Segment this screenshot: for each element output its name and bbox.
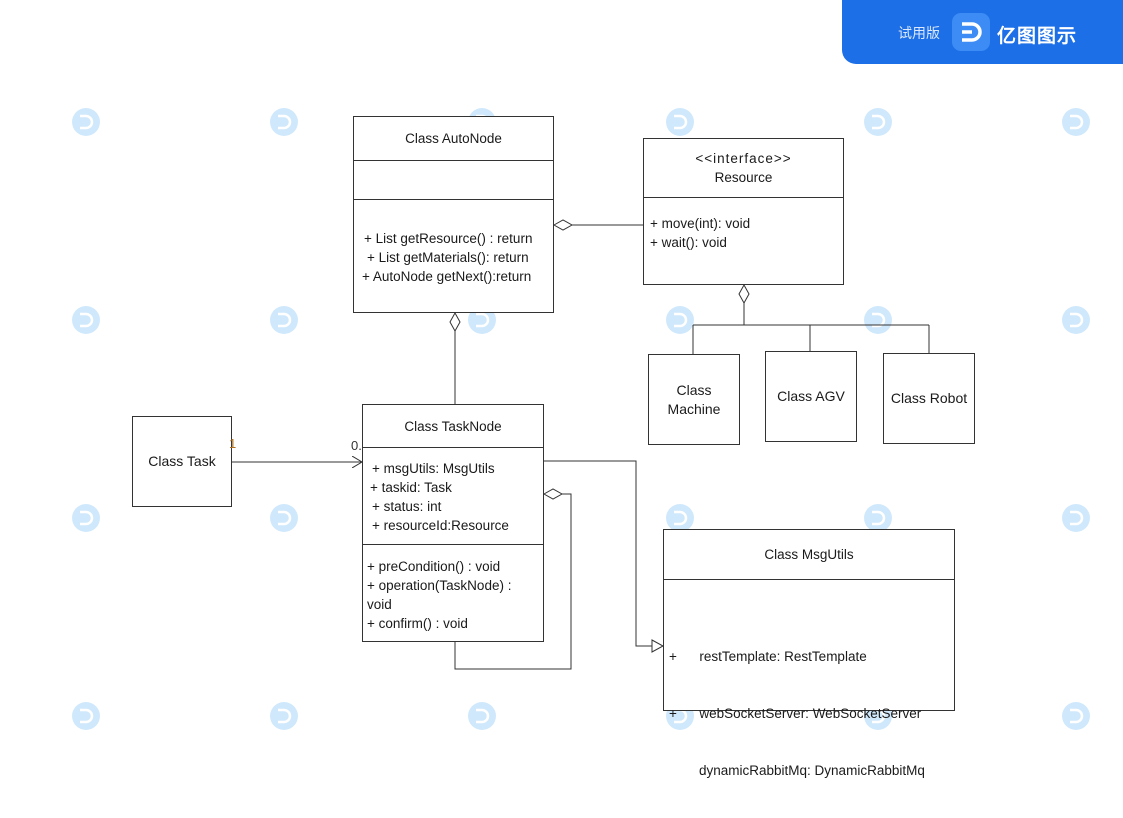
watermark-logo-icon <box>268 682 338 742</box>
connectors <box>232 219 930 670</box>
class-agv[interactable]: Class AGV <box>765 351 857 442</box>
class-msgutils-name: Class MsgUtils <box>764 547 854 562</box>
edraw-logo-icon <box>952 13 990 51</box>
method-row: + confirm() : void <box>367 616 468 631</box>
multiplicity-task-end: 1 <box>229 436 237 451</box>
watermark-logo-icon <box>268 286 338 346</box>
watermark-logo-icon <box>70 88 140 148</box>
interface-resource-methods: + move(int): void + wait(): void <box>644 197 843 286</box>
method-row: + wait(): void <box>650 235 727 250</box>
watermark-logo-icon <box>862 88 932 148</box>
class-tasknode-attributes: + msgUtils: MsgUtils + taskid: Task + st… <box>363 447 543 544</box>
class-robot[interactable]: Class Robot <box>883 353 975 444</box>
class-msgutils-attributes: + restTemplate: RestTemplate + webSocket… <box>664 579 954 778</box>
method-row: + List getResource() : return <box>364 231 533 246</box>
method-row: + preCondition() : void <box>367 559 501 574</box>
attribute-row: dynamicRabbitMq: DynamicRabbitMq <box>669 763 925 778</box>
method-row: + List getMaterials(): return <box>367 250 529 265</box>
class-task[interactable]: Class Task <box>132 416 232 507</box>
class-tasknode[interactable]: Class TaskNode + msgUtils: MsgUtils + ta… <box>362 404 544 642</box>
attribute-row: + msgUtils: MsgUtils <box>372 461 495 476</box>
class-autonode-name: Class AutoNode <box>405 131 502 146</box>
generalization-tasknode-msgutils <box>544 460 665 653</box>
attribute-row: + webSocketServer: WebSocketServer <box>669 706 922 721</box>
brand-name: 亿图图示 <box>997 26 1078 47</box>
watermark-logo-icon <box>268 484 338 544</box>
class-msgutils[interactable]: Class MsgUtils + restTemplate: RestTempl… <box>663 529 955 778</box>
trial-banner: 试用版 亿图图示 <box>842 0 1123 64</box>
aggregation-autonode-resource <box>552 219 643 231</box>
watermark-logo-icon <box>1060 484 1123 544</box>
watermark-logo-icon <box>70 286 140 346</box>
method-row: + operation(TaskNode) : <box>367 578 512 593</box>
attribute-row: + resourceId:Resource <box>372 518 509 533</box>
aggregation-resource-implementations <box>692 283 930 354</box>
watermark-logo-icon <box>1060 682 1123 742</box>
watermark-logo-icon <box>664 286 734 346</box>
trial-label: 试用版 <box>898 25 940 41</box>
watermark-logo-icon <box>268 88 338 148</box>
class-autonode[interactable]: Class AutoNode + List getResource() : re… <box>353 116 554 313</box>
watermark-logo-icon <box>862 484 932 544</box>
class-machine[interactable]: Class Machine <box>648 354 740 445</box>
class-tasknode-name: Class TaskNode <box>404 418 502 434</box>
watermark-logo-icon <box>664 88 734 148</box>
class-tasknode-methods: + preCondition() : void + operation(Task… <box>363 544 543 643</box>
watermark-logo-icon <box>664 484 734 544</box>
aggregation-autonode-tasknode <box>449 311 461 405</box>
interface-resource-header: <<interface>> Resource <box>644 139 843 197</box>
method-row: + AutoNode getNext():return <box>362 269 532 284</box>
watermark-logo-icon <box>466 682 536 742</box>
method-row: + move(int): void <box>650 216 751 231</box>
watermark-logo-icon <box>70 484 140 544</box>
interface-name: Resource <box>714 170 773 185</box>
watermark-logo-icon <box>70 682 140 742</box>
watermark-logo-icon <box>466 286 536 346</box>
class-autonode-methods: + List getResource() : return + List get… <box>354 199 553 314</box>
attribute-row: + status: int <box>372 499 442 514</box>
attribute-row: + taskid: Task <box>370 480 452 495</box>
method-row: void <box>367 597 392 612</box>
class-autonode-attributes <box>354 160 553 199</box>
stereotype-label: <<interface>> <box>695 151 792 166</box>
attribute-row: + restTemplate: RestTemplate <box>669 649 867 664</box>
watermark-logo-icon <box>862 286 932 346</box>
interface-resource[interactable]: <<interface>> Resource + move(int): void… <box>643 138 844 285</box>
self-aggregation-tasknode <box>454 488 572 670</box>
watermark-logo-icon <box>1060 286 1123 346</box>
watermark-logo-icon <box>1060 88 1123 148</box>
